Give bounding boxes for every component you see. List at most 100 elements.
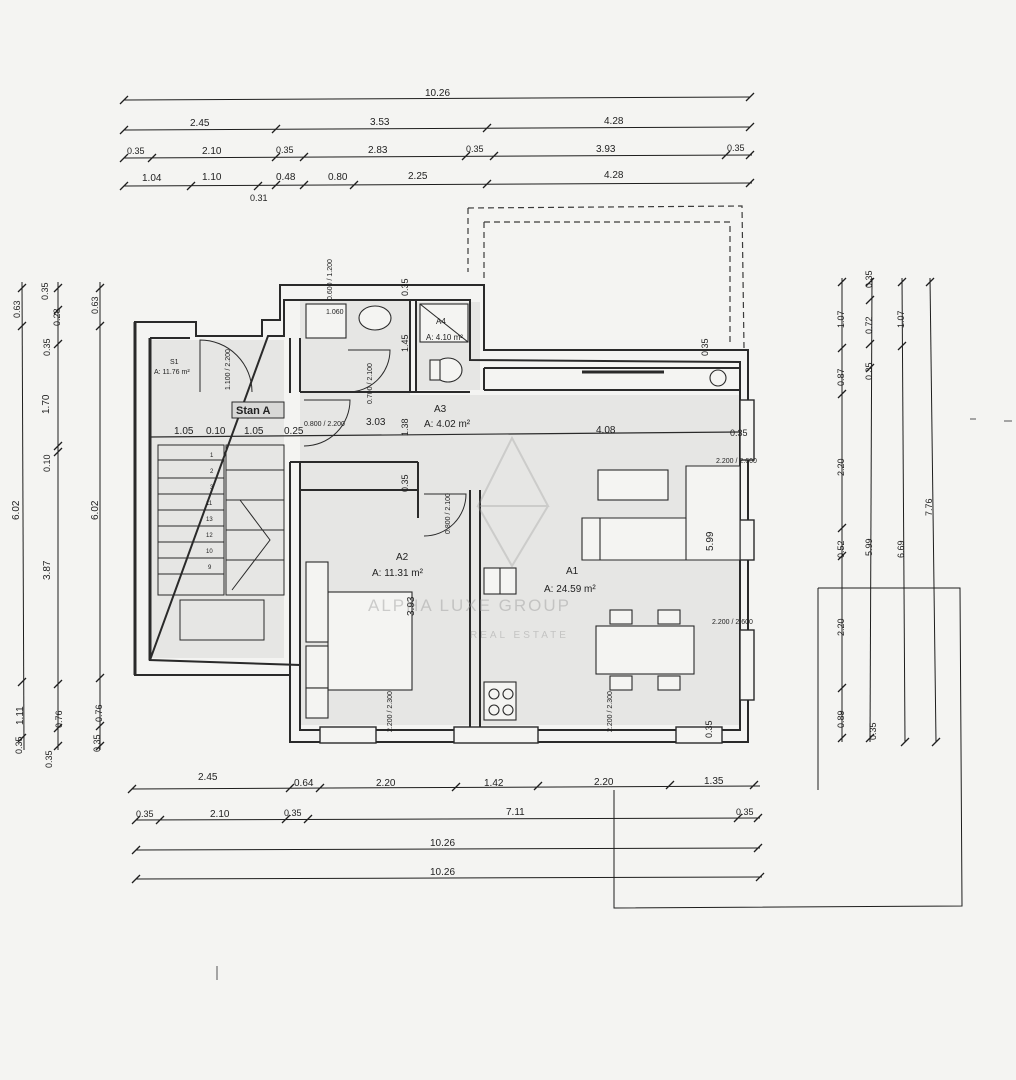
room-area-a3: A: 4.02 m²: [424, 419, 471, 430]
dim-label: 0.35: [727, 143, 745, 153]
dim-label: 0.76: [54, 710, 64, 728]
dim-label: 1.05: [174, 426, 194, 437]
dim-label: 0.35: [14, 736, 24, 754]
dim-label: 0.35: [127, 146, 145, 156]
left-dimensions: [17, 281, 105, 751]
dim-label: 1.42: [484, 778, 504, 789]
top-dimension-labels: 10.26 2.45 3.53 4.28 0.35 2.10 0.35 2.83…: [127, 88, 745, 203]
room-name-a1: A1: [566, 566, 579, 577]
stair-step-label: 1: [210, 453, 214, 459]
dim-label: 0.80: [328, 172, 348, 183]
right-dimensions: [613, 277, 963, 909]
dim-label: 1.04: [142, 173, 162, 184]
dim-label: 2.20: [376, 778, 396, 789]
dim-label: 1.07: [896, 310, 906, 328]
stair-step-label: 3: [210, 485, 214, 491]
dim-label: 7.11: [506, 807, 525, 818]
dim-label: 2.10: [202, 146, 222, 157]
dim-label: 4.28: [604, 170, 624, 181]
dim-label: 5.99: [705, 531, 716, 551]
dim-label: 3.93: [596, 144, 616, 155]
dim-label: 0.89: [836, 710, 846, 728]
dim-label: 0.35: [276, 145, 294, 155]
dim-label: 1.05: [244, 426, 264, 437]
right-dimension-labels: 1.07 0.87 2.20 0.52 2.20 0.89 0.35 0.35 …: [836, 270, 934, 740]
stair-step-label: 12: [206, 533, 213, 539]
dim-label: 0.87: [836, 368, 846, 386]
unit-title: Stan A: [236, 405, 270, 417]
dim-label: 0.31: [250, 193, 268, 203]
dim-label: 10.26: [430, 838, 455, 849]
kitchen-fixtures: [483, 369, 727, 721]
room-area-a4: A: 4.10 m²: [426, 333, 463, 342]
dim-label: 0.35: [400, 278, 410, 296]
dim-label: 10.26: [425, 88, 450, 99]
dim-label: 0.35: [284, 808, 302, 818]
opening-label: 0.600 / 1.200: [327, 259, 334, 300]
dim-label: 3.87: [42, 560, 53, 580]
dim-label: 2.20: [836, 458, 846, 476]
dim-label: 2.45: [190, 118, 210, 129]
dim-label: 0.28: [52, 308, 62, 326]
dim-label: 2.83: [368, 145, 388, 156]
dim-label: 7.76: [924, 498, 934, 516]
opening-label: 1.100 / 2.200: [225, 349, 232, 390]
bottom-dimension-labels: 2.45 0.64 2.20 1.42 2.20 1.35 0.35 2.10 …: [136, 772, 754, 878]
terrace-outline: [467, 205, 745, 349]
room-labels: Stan A A1 A: 24.59 m² A2 A: 11.31 m² A3 …: [154, 317, 596, 595]
dim-label: 0.35: [44, 750, 54, 768]
dim-label: 6.02: [90, 500, 101, 520]
staircase: [157, 444, 285, 641]
dim-label: 0.63: [12, 300, 22, 318]
dim-label: 0.35: [730, 428, 748, 438]
dim-label: 0.52: [836, 540, 846, 558]
opening-label: 2.200 / 2.600: [712, 619, 753, 626]
dim-label: 2.45: [198, 772, 218, 783]
dim-label: 0.35: [868, 722, 878, 740]
dim-label: 1.70: [41, 394, 52, 414]
watermark: ALPHA LUXE GROUP REAL ESTATE: [368, 435, 571, 641]
doors: [199, 339, 467, 537]
dim-label: 1.07: [836, 310, 846, 328]
dim-label: 2.20: [594, 777, 614, 788]
interior-dimensions: 1.05 0.10 1.05 0.25 4.08 3.03 3.93 5.99 …: [174, 259, 757, 738]
room-name-a2: A2: [396, 552, 409, 563]
stair-step-label: 11: [206, 501, 213, 507]
dim-label: 4.08: [596, 425, 616, 436]
stair-step-label: 2: [210, 469, 214, 475]
dim-label: 0.35: [92, 734, 102, 752]
opening-label: 2.200 / 2.600: [716, 458, 757, 465]
watermark-line1: ALPHA LUXE GROUP: [368, 596, 571, 615]
stair-step-label: 10: [206, 549, 213, 555]
opening-label: 1.060: [326, 309, 344, 316]
dim-label: 3.93: [406, 596, 417, 616]
bedroom-furniture: [305, 561, 413, 719]
dim-label: 0.35: [400, 474, 410, 492]
dim-label: 1.45: [400, 334, 410, 352]
dim-label: 0.48: [276, 172, 296, 183]
dim-label: 0.25: [284, 426, 304, 437]
dim-label: 10.26: [430, 867, 455, 878]
dim-label: 0.72: [864, 316, 874, 334]
dim-label: 1.35: [704, 776, 724, 787]
room-name-s1: S1: [170, 359, 179, 366]
dim-label: 0.35: [736, 807, 754, 817]
bathroom-fixtures: [305, 303, 469, 383]
dim-label: 0.35: [700, 338, 710, 356]
dim-label: 4.28: [604, 116, 624, 127]
dim-label: 0.76: [94, 704, 104, 722]
dim-label: 1.11: [15, 706, 26, 725]
opening-label: 2.200 / 2.300: [607, 691, 614, 732]
opening-label: 0.700 / 2.100: [367, 363, 374, 404]
dim-label: 3.53: [370, 117, 390, 128]
room-name-a3: A3: [434, 404, 447, 415]
stair-step-label: 13: [206, 517, 213, 523]
stair-numbers: 1 2 3 11 13 12 10 9: [206, 453, 214, 571]
title-box: [231, 401, 285, 419]
room-area-a2: A: 11.31 m²: [372, 568, 424, 579]
dim-label: 0.35: [704, 720, 714, 738]
dim-label: 6.02: [11, 500, 22, 520]
stair-step-label: 9: [208, 565, 212, 571]
opening-label: 0.800 / 2.200: [304, 421, 345, 428]
